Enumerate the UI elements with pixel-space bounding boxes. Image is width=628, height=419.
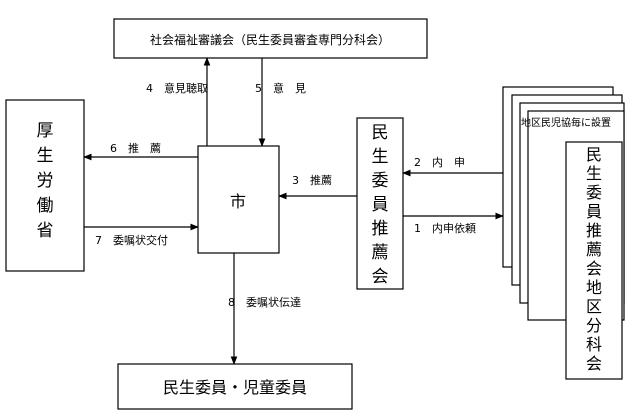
edge-5-label: 5 意 見 — [255, 81, 306, 95]
commissioners-box: 民生委員・児童委員 — [117, 363, 353, 410]
ministry-box: 厚生労働省 — [5, 99, 85, 272]
edge-1-label: 1 内申依頼 — [414, 221, 476, 235]
council-box: 社会福祉審議会（民生委員審査専門分科会） — [113, 18, 428, 59]
council-label: 社会福祉審議会（民生委員審査専門分科会） — [150, 32, 390, 47]
edge-2-label: 2 内 申 — [414, 155, 465, 169]
city-box: 市 — [197, 145, 280, 254]
edge-8-label: 8 委嘱状伝達 — [228, 295, 301, 309]
committee-label: 民生委員推薦会 — [372, 123, 389, 287]
district-note: 地区民児協毎に設置 — [521, 116, 611, 129]
district-committee-label: 民生委員推薦会地区分科会 — [586, 145, 602, 373]
commissioners-label: 民生委員・児童委員 — [163, 378, 307, 397]
edge-6-label: 6 推 薦 — [110, 141, 161, 155]
edge-7-label: 7 委嘱状交付 — [95, 233, 168, 247]
edge-4-label: 4 意見聴取 — [146, 81, 208, 95]
committee-box: 民生委員推薦会 — [356, 117, 404, 290]
edge-3-label: 3 推薦 — [292, 173, 332, 187]
district-stack: 地区民児協毎に設置 民生委員推薦会地区分科会 — [502, 86, 625, 380]
ministry-label: 厚生労働省 — [37, 121, 54, 241]
district-committee-box — [565, 141, 623, 380]
city-label: 市 — [230, 192, 246, 211]
